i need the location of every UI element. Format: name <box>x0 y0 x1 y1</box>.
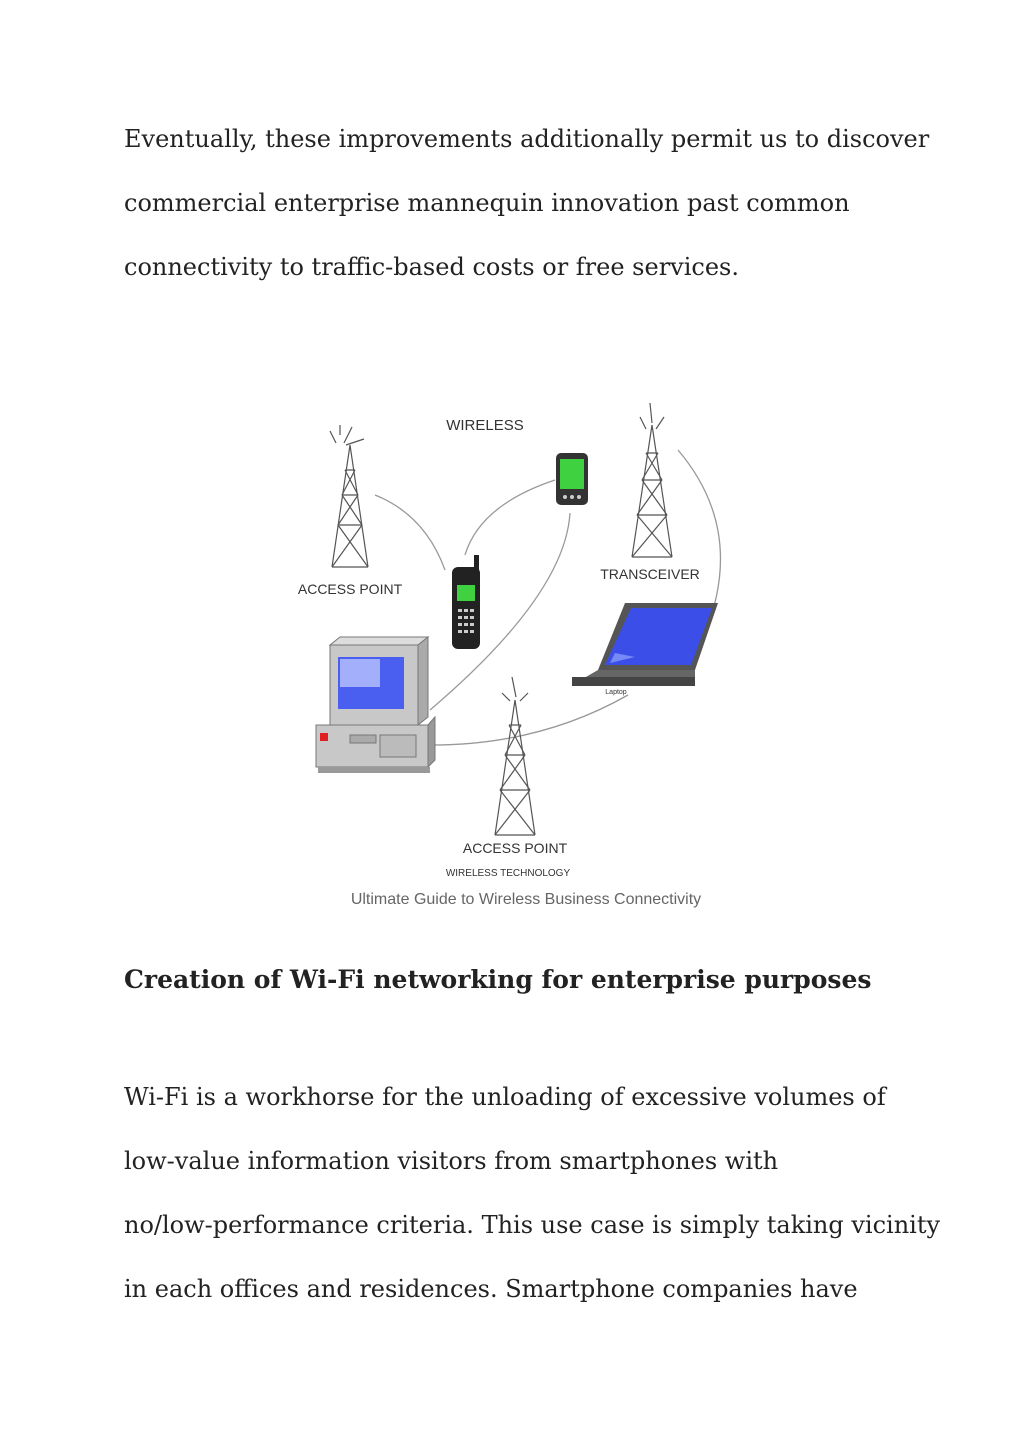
link-ap-left-phone <box>374 494 446 571</box>
link-phone-pda <box>464 479 556 556</box>
link-pda-desktop <box>429 512 571 711</box>
link-desktop-laptop <box>431 694 629 746</box>
section-line-1: Wi-Fi is a workhorse for the unloading o… <box>124 1083 886 1111</box>
wireless-network-diagram: ACCESS POINT WIRELESS TRANSCEIVER <box>280 395 740 885</box>
mobile-phone-icon <box>452 555 480 649</box>
section-line-3: no/low-performance criteria. This use ca… <box>124 1211 941 1239</box>
laptop-icon: Laptop <box>572 603 718 696</box>
access-point-bottom-label: ACCESS POINT <box>463 840 568 856</box>
section-line-2: low-value information visitors from smar… <box>124 1147 779 1175</box>
diagram-canvas: ACCESS POINT WIRELESS TRANSCEIVER <box>298 402 722 879</box>
wireless-technology-label: WIRELESS TECHNOLOGY <box>446 868 571 879</box>
wireless-label: WIRELESS <box>446 417 524 434</box>
intro-line-1: Eventually, these improvements additiona… <box>124 125 930 153</box>
laptop-label: Laptop <box>605 689 627 696</box>
access-point-left-label: ACCESS POINT <box>298 581 403 597</box>
section-heading: Creation of Wi-Fi networking for enterpr… <box>124 965 872 994</box>
intro-line-3: connectivity to traffic-based costs or f… <box>124 253 739 281</box>
figure-caption: Ultimate Guide to Wireless Business Conn… <box>350 891 702 908</box>
tower-icon <box>329 425 369 568</box>
desktop-computer-icon <box>315 635 436 773</box>
section-line-4: in each offices and residences. Smartpho… <box>124 1275 858 1303</box>
tower-icon <box>494 676 536 836</box>
intro-line-2: commercial enterprise mannequin innovati… <box>124 189 850 217</box>
pda-icon <box>556 453 588 505</box>
tower-icon <box>631 402 673 558</box>
transceiver-label: TRANSCEIVER <box>600 566 700 582</box>
